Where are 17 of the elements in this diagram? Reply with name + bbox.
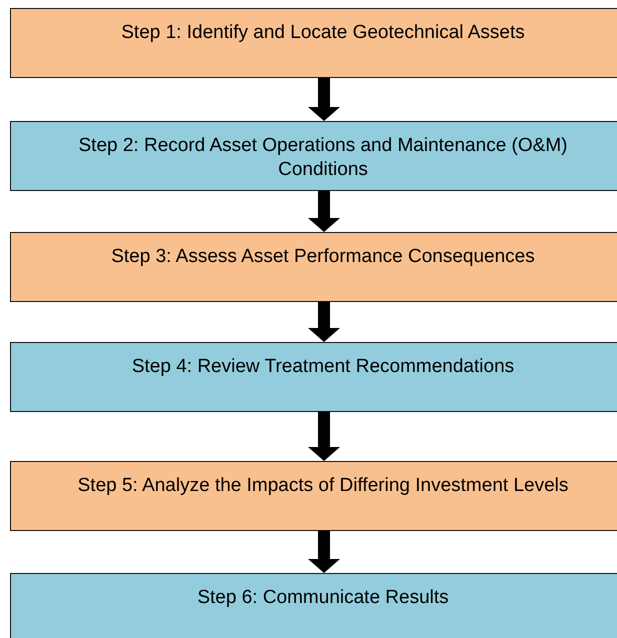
down-arrow bbox=[308, 191, 340, 232]
process-box bbox=[10, 573, 617, 638]
process-box bbox=[10, 232, 617, 302]
step-text: Step 2: Record Asset Operations and Maintenance (O&M) Conditions bbox=[78, 134, 568, 182]
step-text: Step 1: Identify and Locate Geotechnical Assets bbox=[120, 21, 526, 45]
down-arrow bbox=[308, 531, 340, 573]
down-arrow bbox=[308, 78, 340, 121]
step-text: Step 6: Communicate Results bbox=[196, 586, 450, 610]
step-text: Step 5: Analyze the Impacts of Differing Investment Levels bbox=[76, 474, 570, 498]
process-box bbox=[10, 121, 617, 191]
down-arrow bbox=[308, 302, 340, 342]
process-box bbox=[10, 342, 617, 412]
down-arrow bbox=[308, 412, 340, 461]
process-box bbox=[10, 8, 617, 78]
process-box bbox=[10, 461, 617, 531]
step-text: Step 4: Review Treatment Recommendations bbox=[130, 355, 516, 379]
step-text: Step 3: Assess Asset Performance Consequences bbox=[110, 245, 536, 269]
